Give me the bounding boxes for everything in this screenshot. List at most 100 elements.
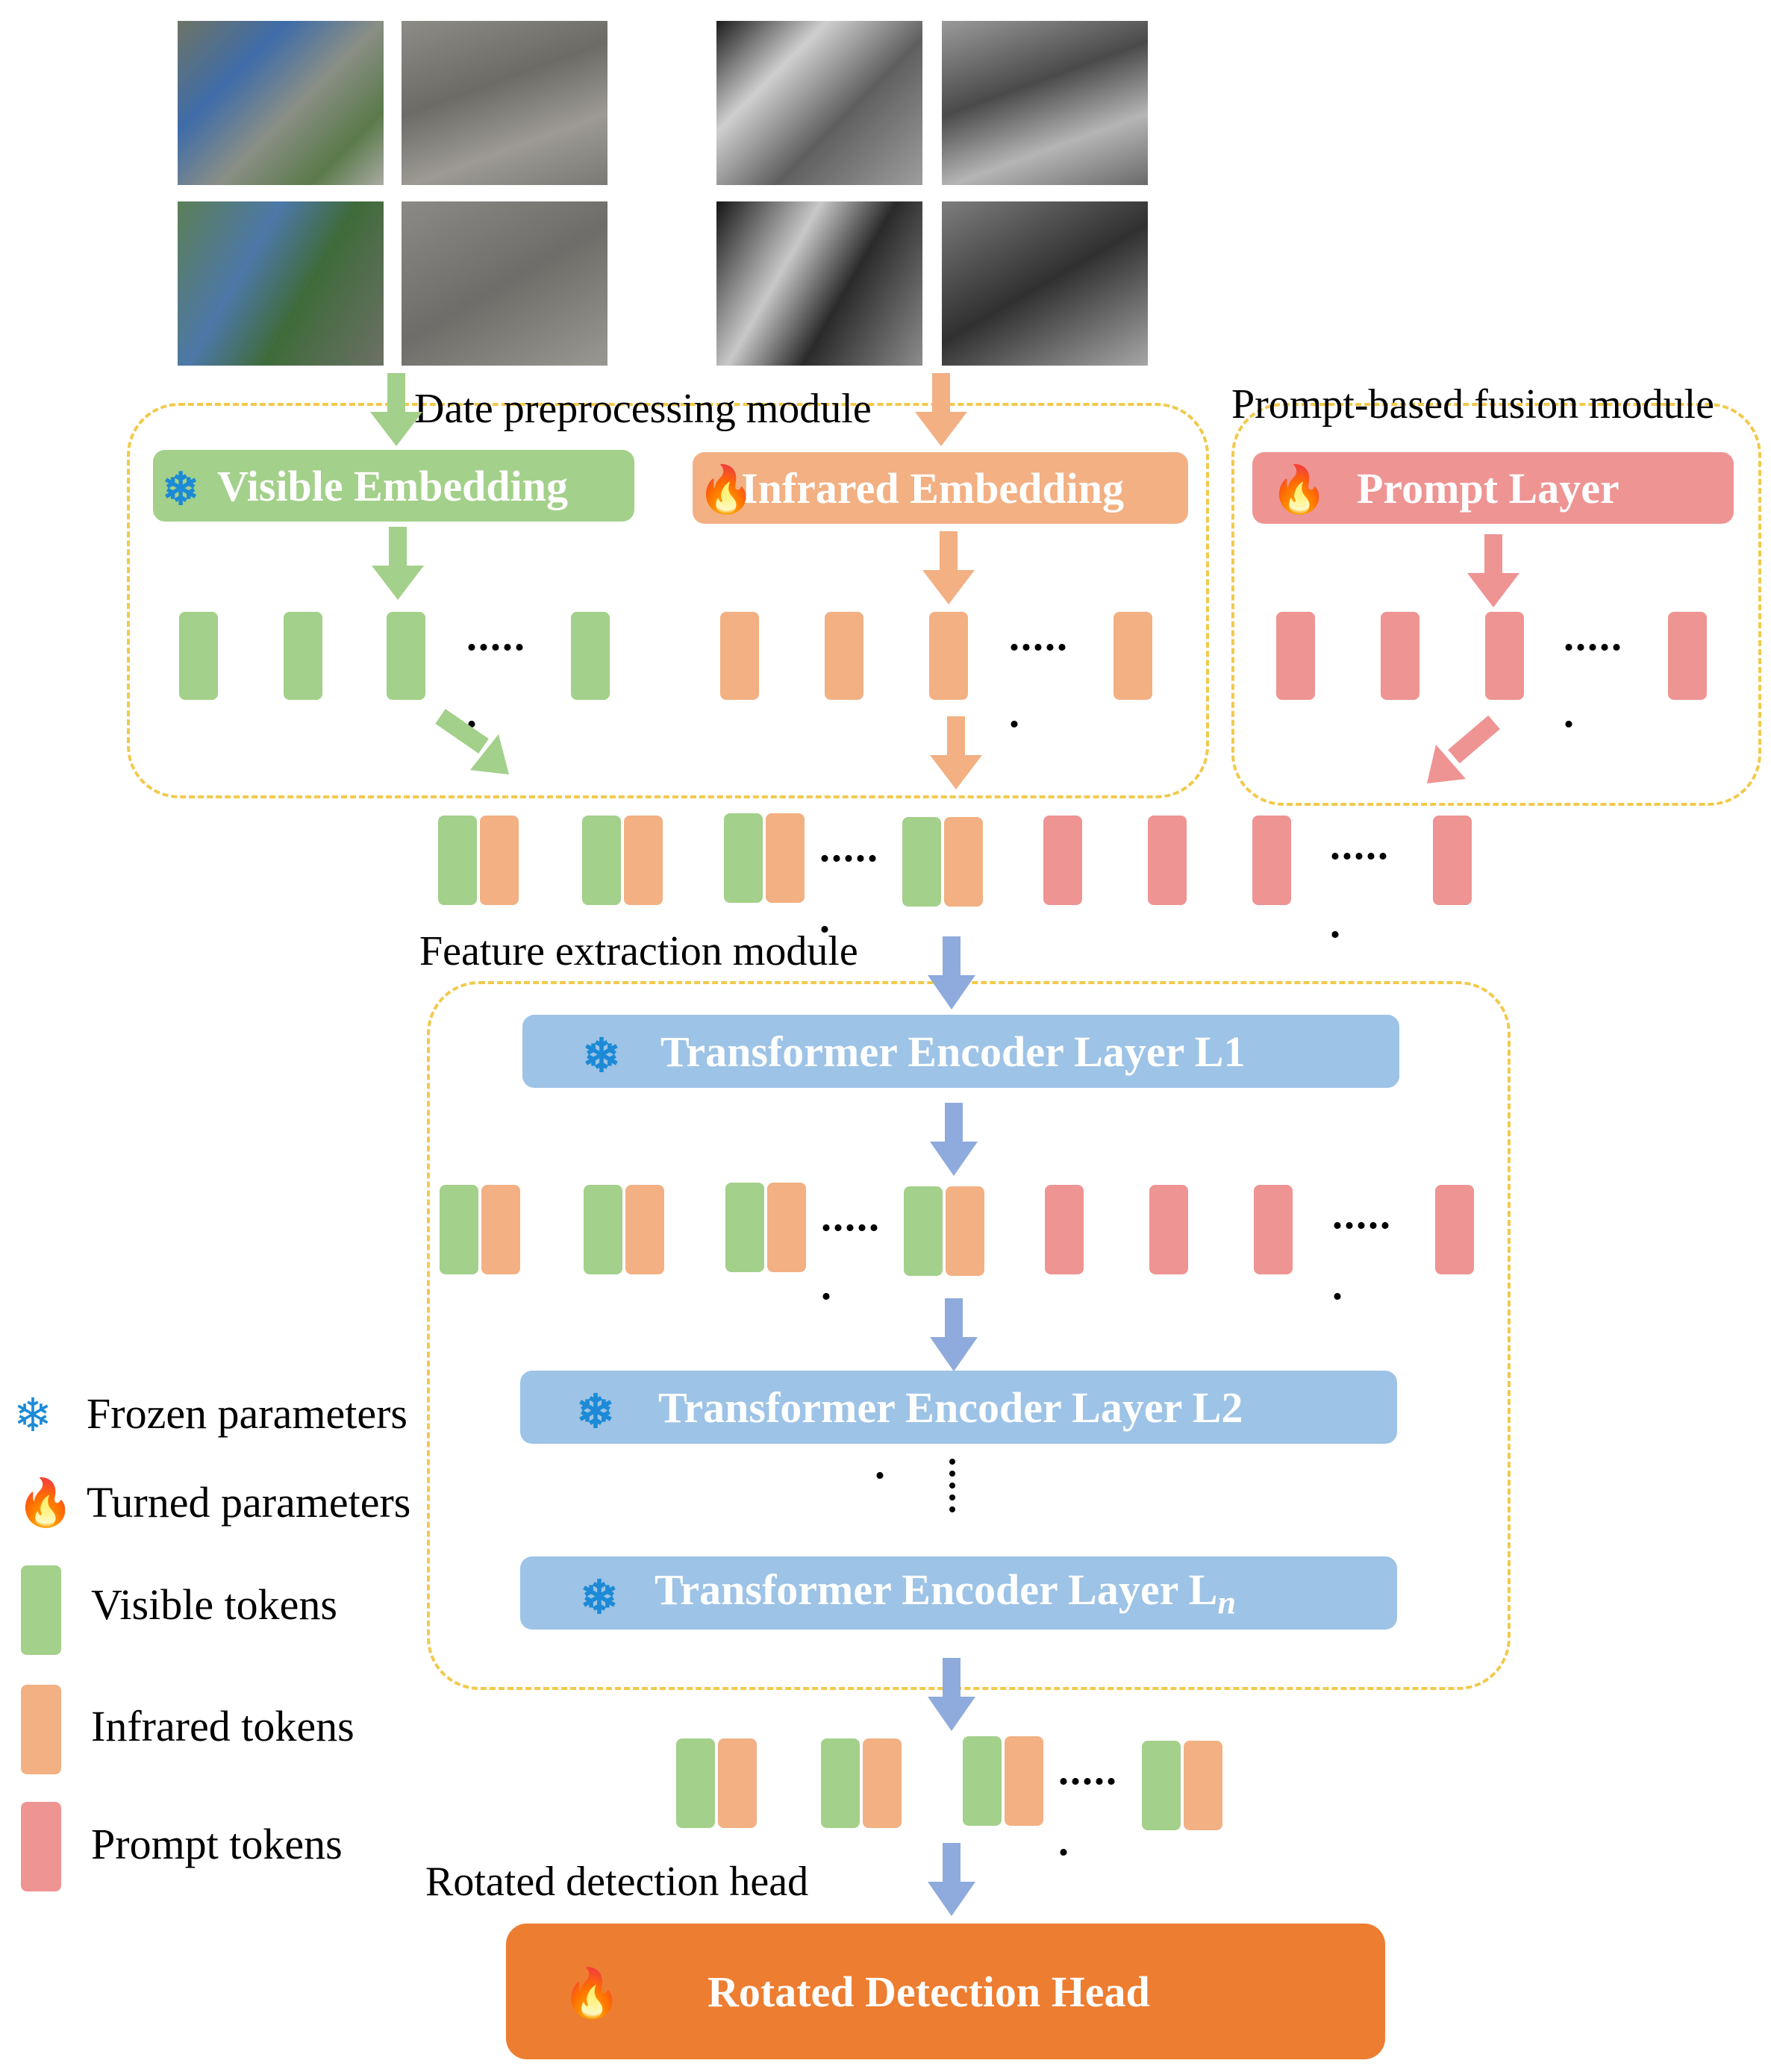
infrared-token bbox=[1005, 1736, 1043, 1826]
infrared-image bbox=[716, 21, 922, 185]
infrared-merge-arrow bbox=[930, 716, 982, 789]
infrared-token bbox=[946, 1186, 984, 1276]
snowflake-icon: ❄ bbox=[13, 1391, 52, 1442]
fusion-module-label: Prompt-based fusion module bbox=[1231, 381, 1715, 428]
infrared-token bbox=[481, 1185, 520, 1274]
visible-token bbox=[963, 1736, 1002, 1826]
snowflake-icon: ❄ bbox=[582, 1031, 621, 1082]
visible-token bbox=[179, 612, 218, 700]
infrared-token bbox=[766, 813, 805, 903]
prompt-token bbox=[1148, 816, 1187, 905]
infrared-token bbox=[863, 1738, 902, 1828]
visible-token bbox=[1142, 1741, 1181, 1830]
infrared-token bbox=[718, 1738, 757, 1828]
ellipsis: ..... bbox=[819, 824, 879, 871]
encoder-layer-ln-subscript: n bbox=[1217, 1584, 1236, 1621]
prompt-token bbox=[1668, 612, 1707, 700]
encoder-layer-ln-box: ❄ Transformer Encoder Layer Ln bbox=[520, 1556, 1397, 1630]
visible-image bbox=[178, 201, 384, 366]
prompt-token bbox=[1381, 612, 1419, 700]
infrared-token bbox=[767, 1183, 806, 1272]
ellipsis-dot: . bbox=[1058, 1818, 1069, 1865]
snowflake-icon: ❄ bbox=[162, 465, 200, 514]
visible-token bbox=[902, 817, 941, 907]
flame-icon: 🔥 bbox=[16, 1478, 75, 1529]
visible-token bbox=[725, 1183, 764, 1272]
encoder-layer-ln-label: Transformer Encoder Layer Ln bbox=[655, 1565, 1236, 1622]
infrared-token bbox=[1113, 612, 1152, 700]
visible-image bbox=[402, 201, 607, 366]
infrared-token bbox=[929, 612, 968, 700]
ellipsis-dot: . bbox=[819, 895, 830, 942]
infrared-token bbox=[1184, 1741, 1222, 1830]
encoder-layer-ln-text: Transformer Encoder Layer L bbox=[655, 1565, 1218, 1614]
infrared-image bbox=[942, 21, 1148, 185]
vertical-ellipsis bbox=[949, 1459, 957, 1512]
prompt-token bbox=[1252, 816, 1291, 905]
prompt-token bbox=[1254, 1185, 1293, 1274]
visible-token bbox=[584, 1185, 622, 1274]
legend-visible-swatch bbox=[21, 1565, 61, 1655]
ellipsis-dot: . bbox=[875, 1442, 885, 1488]
visible-image bbox=[402, 21, 607, 185]
down-arrow bbox=[928, 936, 975, 1010]
legend-visible-label: Visible tokens bbox=[91, 1580, 337, 1629]
ellipsis: ..... bbox=[1330, 822, 1390, 868]
down-arrow bbox=[930, 1103, 978, 1176]
ellipsis-dot: . bbox=[821, 1262, 831, 1309]
detection-head-box: 🔥 Rotated Detection Head bbox=[506, 1924, 1385, 2059]
infrared-token bbox=[944, 817, 983, 907]
flame-icon: 🔥 bbox=[562, 1967, 622, 2020]
visible-token bbox=[676, 1738, 715, 1828]
ellipsis: ..... bbox=[1332, 1192, 1392, 1238]
ellipsis: ..... bbox=[821, 1194, 881, 1240]
infrared-image bbox=[942, 201, 1148, 366]
ellipsis-dot: . bbox=[1564, 690, 1574, 736]
infrared-image bbox=[716, 201, 922, 366]
infrared-embedding-label: Infrared Embedding bbox=[741, 463, 1124, 513]
infrared-input-arrow bbox=[915, 373, 967, 446]
prompt-token bbox=[1149, 1185, 1188, 1274]
down-arrow bbox=[928, 1843, 975, 1916]
preprocessing-module-label: Date preprocessing module bbox=[414, 386, 872, 432]
ellipsis-dot: . bbox=[466, 690, 477, 736]
visible-token bbox=[284, 612, 322, 700]
prompt-token bbox=[1435, 1185, 1474, 1274]
visible-token bbox=[387, 612, 425, 700]
visible-token bbox=[440, 1185, 478, 1274]
ellipsis-dot: . bbox=[1009, 690, 1019, 736]
visible-embedding-arrow bbox=[372, 527, 424, 600]
visible-merge-arrow bbox=[435, 709, 509, 774]
visible-input-arrow bbox=[370, 373, 422, 446]
prompt-layer-arrow bbox=[1467, 534, 1519, 607]
legend-prompt-swatch bbox=[21, 1802, 61, 1891]
visible-token bbox=[438, 816, 477, 905]
legend-tuned-label: Turned parameters bbox=[87, 1478, 411, 1527]
encoder-layer-l1-box: ❄ Transformer Encoder Layer L1 bbox=[522, 1015, 1399, 1088]
fusion-region bbox=[1231, 403, 1761, 806]
head-module-label: Rotated detection head bbox=[425, 1859, 809, 1905]
ellipsis: ..... bbox=[1009, 613, 1069, 660]
infrared-embedding-arrow bbox=[922, 531, 975, 604]
encoder-layer-l1-label: Transformer Encoder Layer L1 bbox=[660, 1027, 1246, 1076]
prompt-token bbox=[1045, 1185, 1084, 1274]
infrared-token bbox=[625, 1185, 664, 1274]
infrared-token bbox=[624, 816, 663, 905]
prompt-merge-arrow bbox=[1427, 715, 1500, 783]
legend-infrared-swatch bbox=[21, 1685, 61, 1774]
infrared-token bbox=[480, 816, 519, 905]
prompt-token bbox=[1043, 816, 1082, 905]
visible-embedding-label: Visible Embedding bbox=[217, 461, 569, 510]
down-arrow bbox=[930, 1298, 978, 1371]
ellipsis: ..... bbox=[1058, 1747, 1118, 1794]
ellipsis: ..... bbox=[1564, 613, 1623, 660]
prompt-token bbox=[1485, 612, 1524, 700]
visible-image bbox=[178, 21, 384, 185]
ellipsis-dot: . bbox=[1332, 1262, 1343, 1309]
detection-head-label: Rotated Detection Head bbox=[708, 1967, 1150, 2016]
feature-module-label: Feature extraction module bbox=[419, 928, 858, 974]
encoder-layer-l2-label: Transformer Encoder Layer L2 bbox=[658, 1383, 1243, 1432]
preprocessing-region bbox=[127, 403, 1209, 798]
down-arrow bbox=[928, 1658, 975, 1731]
